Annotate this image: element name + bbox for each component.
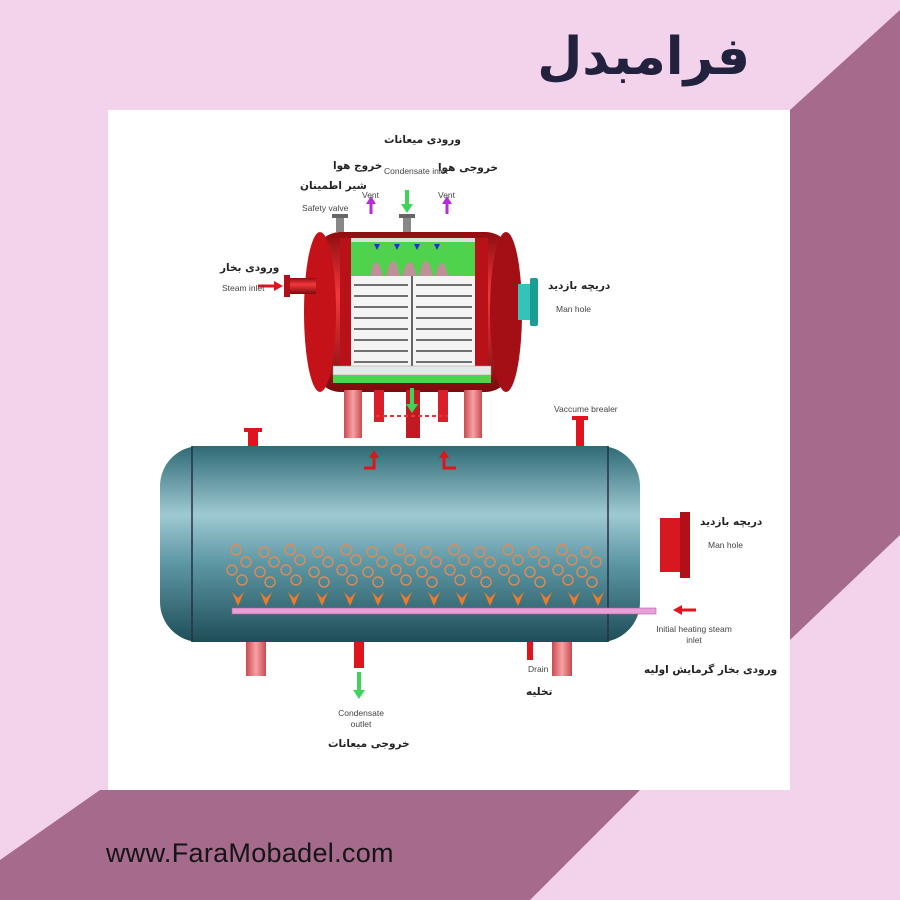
steam-bubbles xyxy=(226,544,602,588)
vent-right-arrow xyxy=(442,196,452,214)
label-manhole-top-en: Man hole xyxy=(556,304,591,314)
connecting-pipes xyxy=(344,390,482,438)
manhole-top xyxy=(518,278,538,326)
deaerator-diagram xyxy=(160,190,696,699)
label-manhole-tank-fa: دریچه بازدید xyxy=(700,516,763,528)
tray-stack xyxy=(332,276,492,383)
label-vacuum-breaker: Vaccume brealer xyxy=(554,404,618,414)
label-condensate-inlet-en: Condensate inlet xyxy=(384,166,448,176)
label-vent-right: Vent xyxy=(438,190,456,200)
heating-steam-pipe xyxy=(231,607,657,615)
down-flow-arrow xyxy=(406,388,418,413)
label-steam-inlet-en: Steam inlet xyxy=(222,283,265,293)
label-condensate-outlet-fa: خروجی میعانات xyxy=(328,738,410,750)
heating-steam-arrow xyxy=(673,605,696,615)
condensate-inlet-nozzle xyxy=(403,216,411,232)
steam-inlet-arrow xyxy=(258,281,283,291)
label-vent-left: Vent xyxy=(362,190,380,200)
website-url[interactable]: www.FaraMobadel.com xyxy=(106,838,394,868)
up-flow-arrow-right xyxy=(439,450,456,470)
label-safety-valve-fa: شیر اطمینان xyxy=(300,180,367,192)
vent-left-arrow xyxy=(366,196,376,214)
label-manhole-top-fa: دریچه بازدید xyxy=(548,280,611,292)
label-drain-fa: تخلیه xyxy=(526,686,553,698)
up-flow-arrow-left xyxy=(364,450,379,470)
tank-legs xyxy=(246,642,572,676)
label-initial-steam-fa: ورودی بخار گرمایش اولیه xyxy=(644,664,778,676)
spray-section xyxy=(351,238,475,276)
label-steam-inlet-fa: ورودی بخار xyxy=(220,262,280,274)
steam-inlet-pipe xyxy=(284,275,316,297)
label-air-out-left-fa: خروج هوا xyxy=(333,160,383,172)
label-drain-en: Drain xyxy=(528,664,549,674)
steam-jets xyxy=(232,592,604,606)
manhole-tank xyxy=(660,512,690,578)
label-safety-valve-en: Safety valve xyxy=(302,203,349,213)
label-air-out-right-fa: خروجی هوا xyxy=(438,162,498,174)
label-manhole-tank-en: Man hole xyxy=(708,540,743,550)
brand-logo-text: فرامبدل xyxy=(537,27,750,87)
tank-nozzles xyxy=(244,416,588,446)
safety-valve-nozzle xyxy=(336,216,344,232)
condensate-inlet-arrow xyxy=(401,190,413,213)
label-condensate-inlet-fa: ورودی میعانات xyxy=(384,134,461,146)
condensate-outlet-arrow xyxy=(353,672,365,699)
